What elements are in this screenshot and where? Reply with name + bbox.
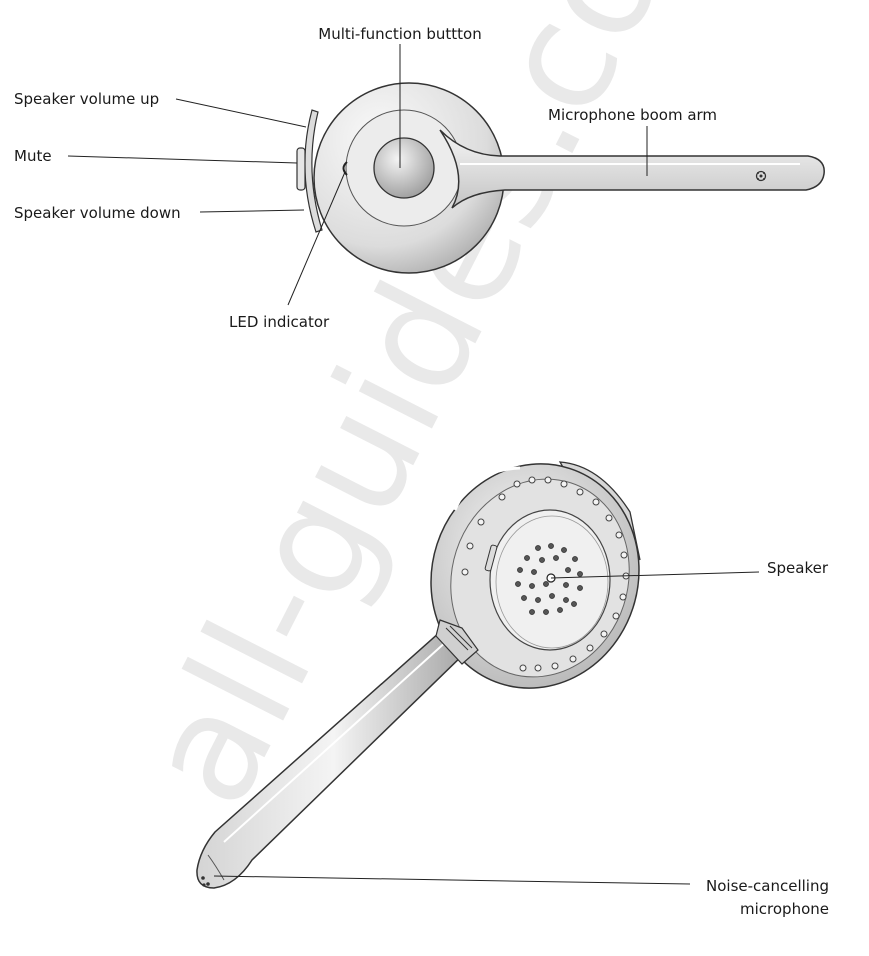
speaker-holes: [515, 543, 583, 615]
microphone-boom-arm: [439, 129, 825, 209]
noise-cancelling-label-line1: Noise-cancelling: [706, 877, 829, 895]
multi-function-button: [373, 137, 435, 199]
back-boom-arm: [196, 631, 472, 889]
side-buttons: [304, 109, 323, 233]
led-indicator-label: LED indicator: [229, 313, 330, 331]
headset-back-view: [196, 461, 641, 889]
noise-cancelling-label-line2: microphone: [740, 900, 829, 918]
led-indicator: [342, 161, 348, 176]
noise-cancelling-mic-hole: [201, 876, 205, 880]
headset-front-view: [296, 82, 825, 274]
speaker-label: Speaker: [767, 559, 829, 577]
multi-function-button-label: Multi-function buttton: [318, 25, 481, 43]
microphone-boom-arm-label: Microphone boom arm: [548, 106, 717, 124]
mute-label: Mute: [14, 147, 52, 165]
speaker-volume-down-label: Speaker volume down: [14, 204, 181, 222]
speaker-volume-up-label: Speaker volume up: [14, 90, 159, 108]
mute-switch: [296, 147, 306, 191]
mic-grille-icon: [755, 170, 767, 182]
